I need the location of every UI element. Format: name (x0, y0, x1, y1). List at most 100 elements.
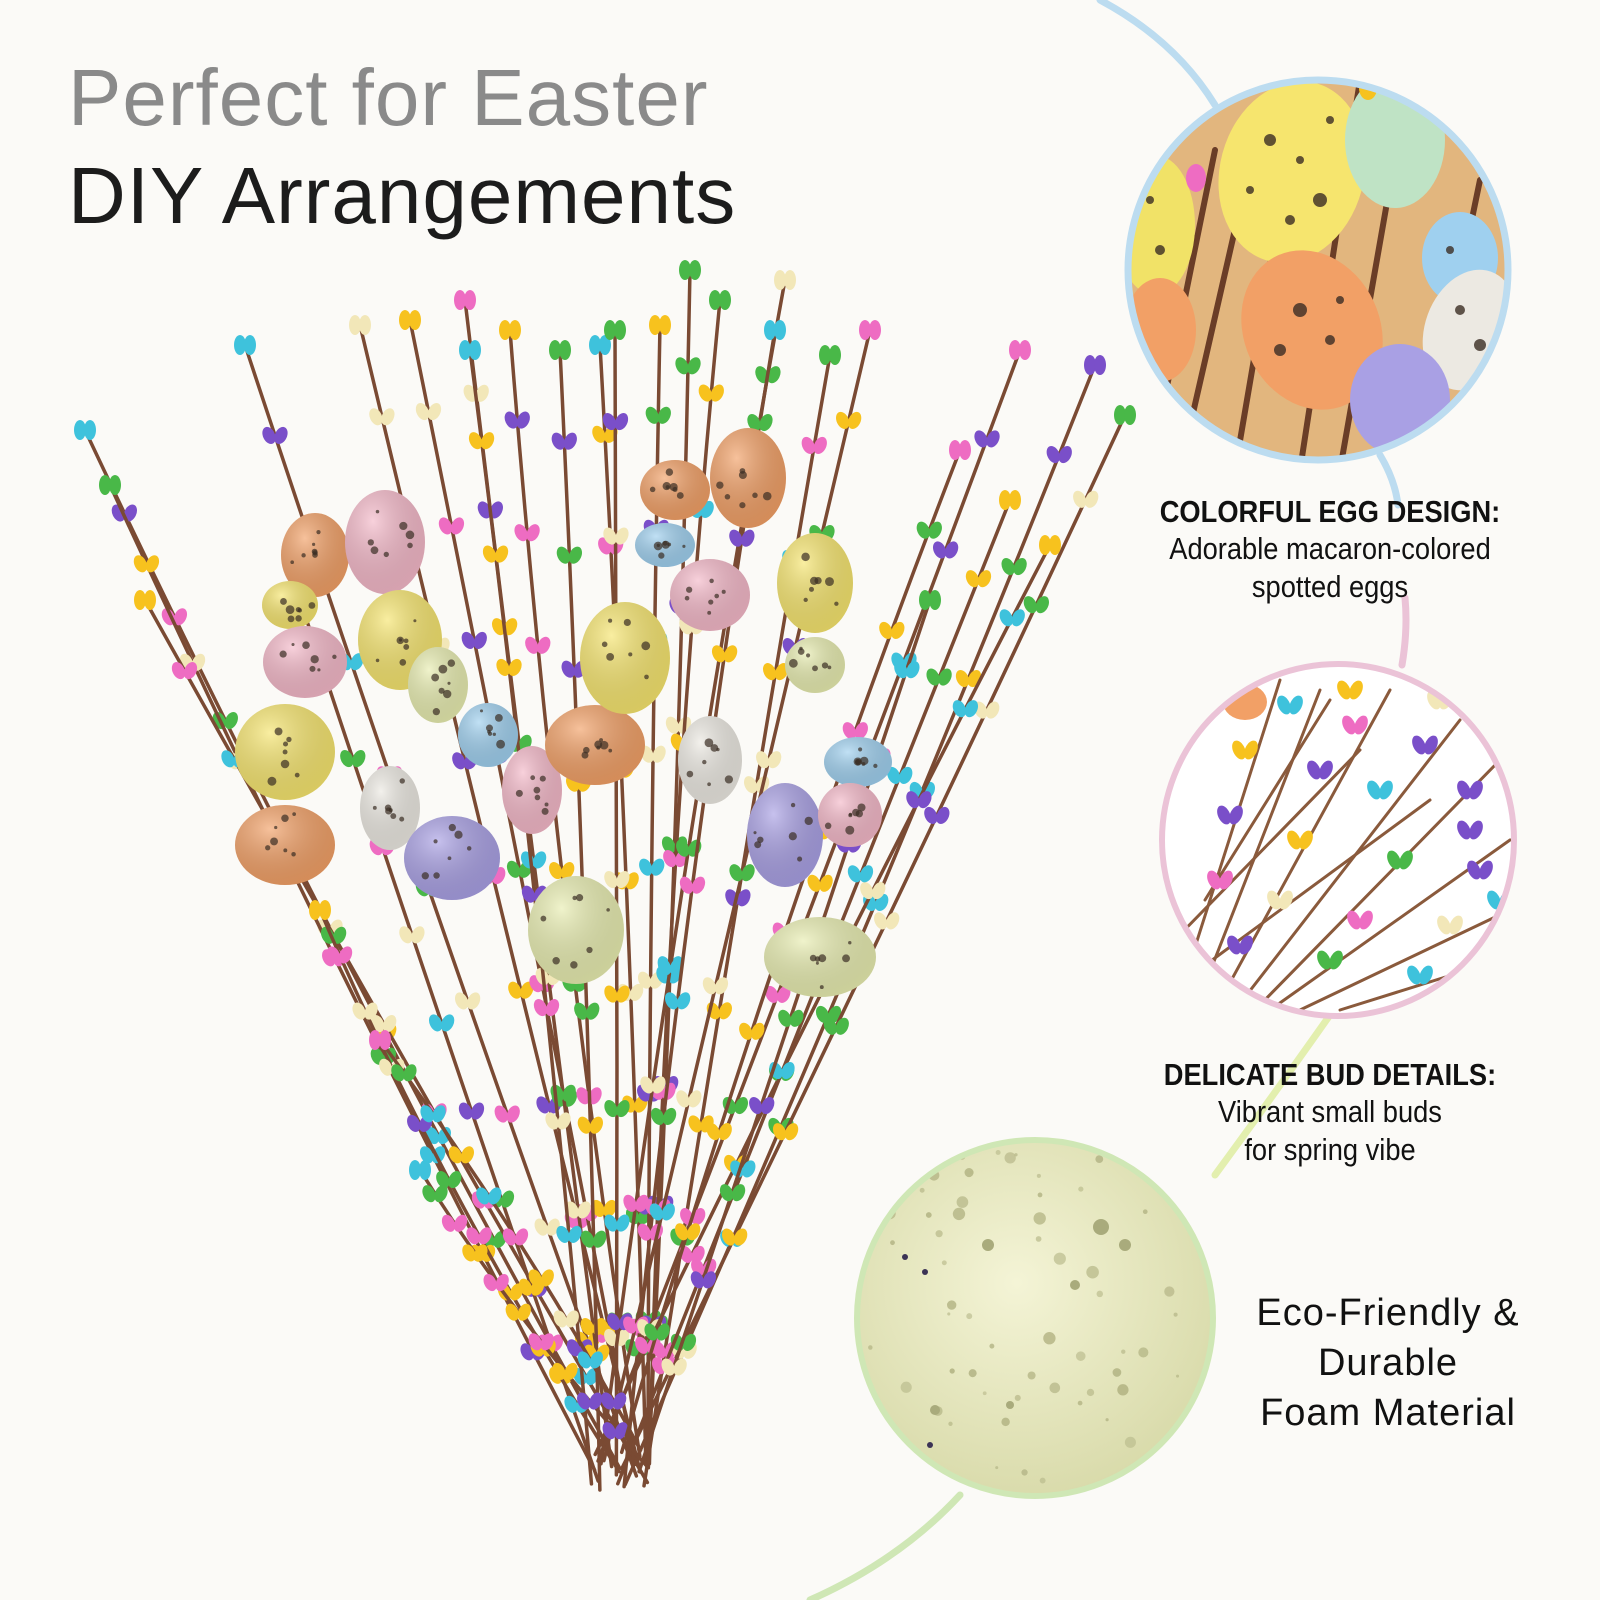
egg-speckle (375, 509, 380, 514)
bud (1009, 490, 1021, 510)
bud (1229, 805, 1243, 825)
bud (585, 1368, 599, 1386)
egg-speckle (403, 643, 410, 650)
egg-speckle (608, 618, 613, 623)
bud (986, 430, 1000, 448)
egg-speckle (819, 985, 824, 990)
bud (499, 320, 511, 340)
bud (534, 1218, 548, 1236)
foam-pore (890, 1240, 895, 1246)
egg-speckle (797, 856, 803, 862)
bud (391, 1064, 405, 1082)
bud (959, 440, 971, 460)
egg-speckle (623, 618, 631, 627)
bud (1359, 910, 1373, 930)
bud (765, 985, 779, 1003)
bud (441, 1214, 456, 1232)
egg-speckle (492, 732, 496, 736)
bud (1412, 735, 1426, 755)
egg-speckle (665, 485, 670, 490)
bud (1424, 735, 1438, 755)
foam-pore (935, 1230, 943, 1238)
bud (709, 290, 721, 310)
bud (603, 527, 617, 545)
bud (623, 1316, 637, 1334)
heading-line-1: Perfect for Easter (68, 53, 709, 142)
foam-pore (1173, 1312, 1178, 1317)
bud (1337, 680, 1351, 700)
egg-shading (528, 876, 624, 984)
egg-speckle (803, 597, 808, 603)
egg-speckle (815, 961, 819, 965)
bud (1487, 890, 1501, 910)
egg-speckle (447, 681, 451, 685)
foam-pore (949, 1368, 955, 1374)
egg-shading (262, 581, 318, 629)
bud (781, 1062, 795, 1080)
bud (224, 711, 238, 730)
callout-body-line: Foam Material (1260, 1392, 1516, 1434)
egg-speckle (534, 794, 541, 801)
bud (589, 1351, 603, 1369)
egg-speckle (383, 551, 389, 558)
egg-speckle (825, 577, 834, 587)
egg-speckle (806, 653, 811, 658)
bud (894, 661, 908, 679)
egg-speckle (454, 830, 463, 839)
bud (509, 1283, 524, 1301)
bud (309, 900, 321, 920)
bud (872, 882, 886, 900)
bud (1469, 780, 1483, 800)
egg-shading (263, 626, 347, 698)
egg-speckle (485, 724, 493, 732)
bud (1019, 340, 1031, 360)
bud (540, 1333, 554, 1351)
bud (349, 315, 361, 335)
bud (1217, 805, 1231, 825)
callout-body-line: Durable (1317, 1342, 1459, 1384)
egg-speckle (398, 638, 403, 642)
egg-speckle (821, 662, 829, 669)
bud (561, 862, 575, 880)
bud (514, 524, 528, 542)
bud (133, 555, 148, 573)
foam-pore (1039, 1477, 1046, 1484)
egg-speckle (433, 839, 438, 844)
bud (663, 850, 677, 868)
bud (891, 621, 905, 639)
bud (1367, 780, 1381, 800)
foam-pore (968, 1369, 977, 1378)
egg-speckle (710, 744, 719, 752)
bud (459, 340, 471, 360)
connector-arc-blue-lower (1376, 451, 1402, 509)
bud (549, 862, 563, 880)
bud (741, 864, 755, 882)
bud (452, 752, 466, 770)
egg-speckle (662, 540, 668, 546)
foam-pore (1006, 1401, 1014, 1409)
bud (1073, 490, 1087, 508)
foam-pore (871, 1428, 882, 1439)
bud (965, 570, 980, 588)
bud (616, 871, 630, 889)
foam-pore (982, 1391, 987, 1396)
egg-speckle (515, 789, 523, 797)
bud (602, 1422, 616, 1440)
bud (577, 1351, 591, 1369)
egg-speckle (714, 593, 720, 599)
egg-speckle (818, 954, 827, 963)
bud (549, 340, 561, 360)
bud (332, 926, 347, 944)
egg-speckle (285, 605, 295, 614)
bud (1227, 935, 1241, 955)
bud (774, 663, 789, 681)
heading-line-2: DIY Arrangements (68, 151, 737, 240)
connector-lines (806, 0, 1410, 1600)
zoom-circle-egg-design (1124, 76, 1512, 464)
bud (676, 992, 691, 1010)
bud (477, 501, 491, 519)
bud (502, 1228, 517, 1246)
egg-speckle (539, 775, 546, 782)
bud (664, 992, 679, 1010)
bud (649, 315, 661, 335)
